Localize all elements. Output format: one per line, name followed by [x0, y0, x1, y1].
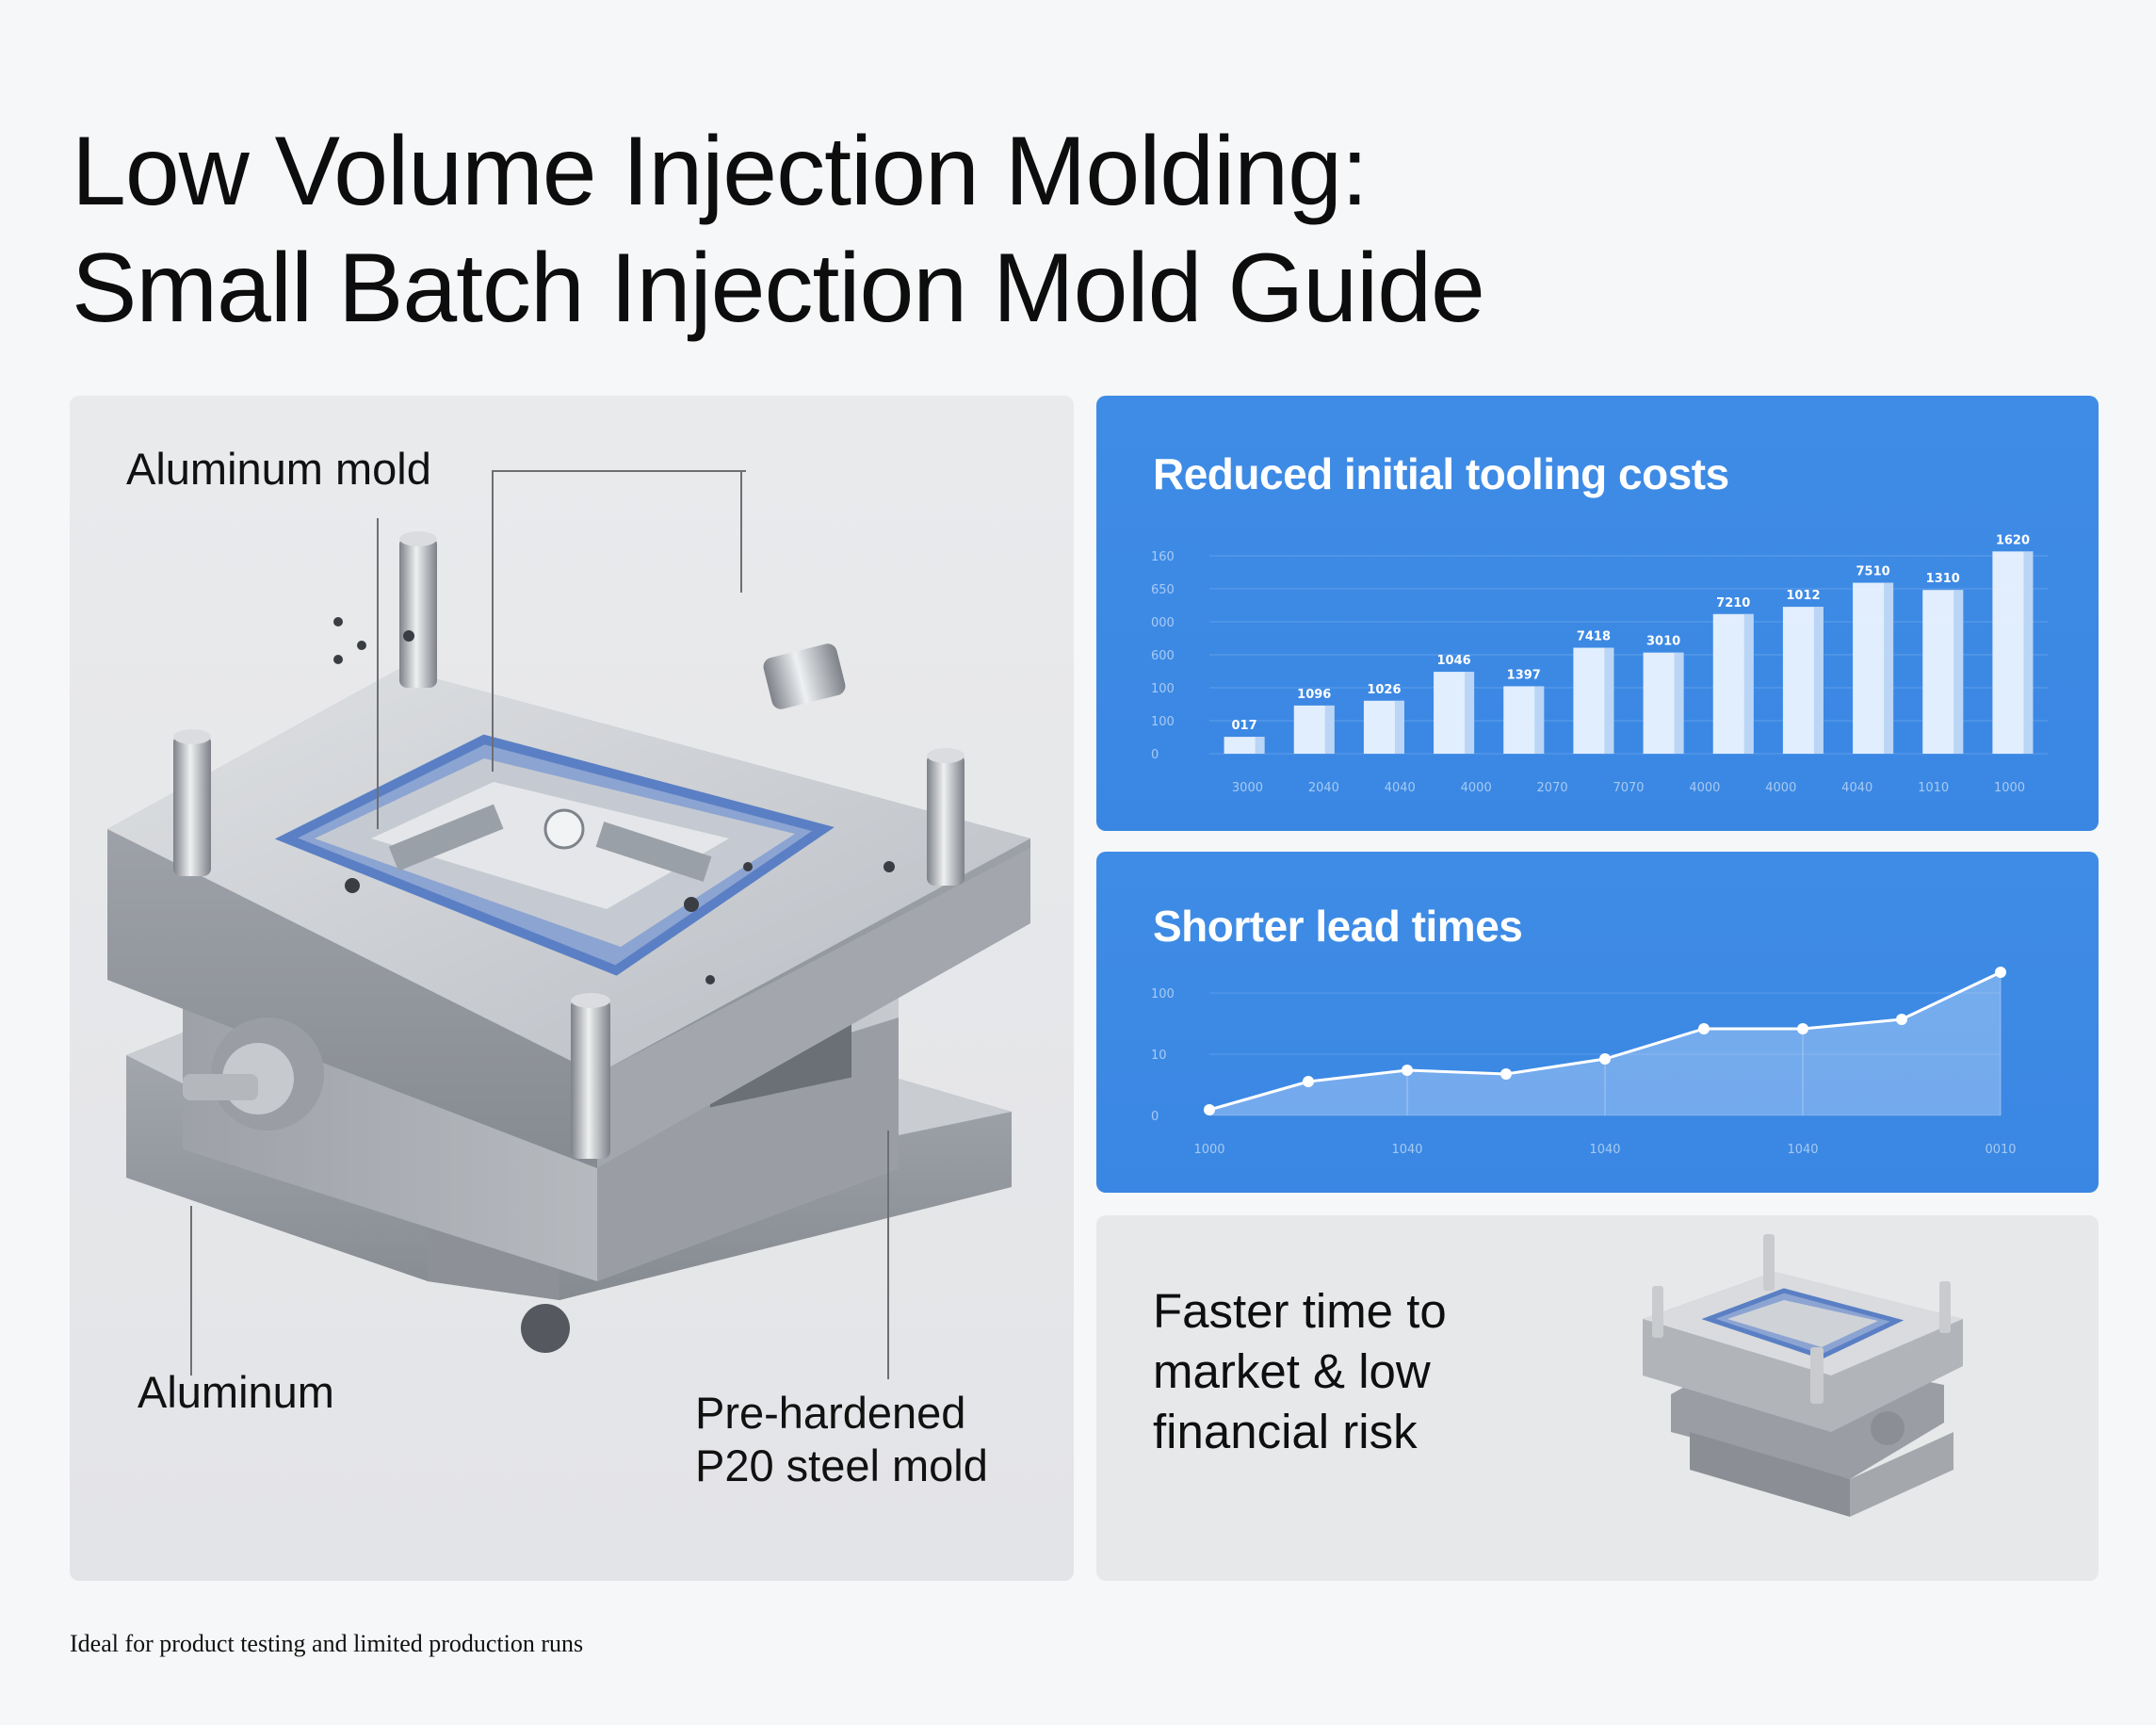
market-text-line-1: Faster time to — [1153, 1284, 1447, 1338]
tooling-costs-title: Reduced initial tooling costs — [1153, 449, 1729, 498]
bar-shade — [1674, 652, 1684, 754]
y-tick-label: 650 — [1151, 583, 1175, 597]
x-tick-label: 1000 — [1994, 781, 2025, 795]
bar-shade — [1324, 705, 1335, 754]
y-tick-label: 600 — [1151, 649, 1175, 663]
footer-note: Ideal for product testing and limited pr… — [70, 1630, 584, 1657]
y-tick-label: 0 — [1151, 1110, 1159, 1124]
time-to-market-card: Faster time to market & low financial ri… — [1096, 1215, 2099, 1581]
x-tick-label: 7070 — [1613, 781, 1644, 795]
x-tick-label: 4000 — [1461, 781, 1492, 795]
bar-shade — [1953, 590, 1964, 754]
leader-line — [190, 1206, 192, 1375]
bar — [1224, 737, 1265, 754]
callout-p20-line-2: P20 steel mold — [695, 1440, 988, 1490]
tooling-costs-card: Reduced initial tooling costs 0 100 100 600… — [1096, 396, 2099, 831]
page-title: Low Volume Injection Molding: Small Batc… — [72, 113, 1485, 347]
time-to-market-text: Faster time to market & low financial ri… — [1153, 1281, 1447, 1462]
bar-shade — [2023, 551, 2034, 754]
bar-value-label: 017 — [1232, 719, 1257, 733]
mold-illustration — [107, 531, 1030, 1353]
x-tick-label: 2070 — [1537, 781, 1568, 795]
mold-panel: Aluminum mold Aluminum Pre-hardened P20 … — [70, 396, 1074, 1581]
bar-value-label: 7210 — [1716, 596, 1750, 610]
bar-shade — [1813, 607, 1824, 754]
leader-line — [492, 470, 746, 472]
bar-value-label: 7510 — [1856, 565, 1889, 579]
x-tick-label: 1010 — [1918, 781, 1949, 795]
x-tick-label: 4040 — [1385, 781, 1416, 795]
data-point — [1698, 1023, 1710, 1034]
guide-pin — [571, 993, 610, 1159]
market-text-line-2: market & low — [1153, 1344, 1431, 1398]
bar-value-label: 1397 — [1507, 668, 1541, 682]
x-tick-label: 4000 — [1689, 781, 1720, 795]
x-tick-label: 1000 — [1193, 1143, 1224, 1157]
leader-line — [377, 518, 379, 829]
bar-value-label: 7418 — [1577, 630, 1611, 644]
callout-p20-steel: Pre-hardened P20 steel mold — [695, 1387, 988, 1492]
data-point — [1995, 967, 2006, 978]
leader-line — [492, 470, 494, 772]
data-point — [1204, 1104, 1215, 1115]
guide-pin — [399, 531, 437, 688]
bar-value-label: 1012 — [1786, 589, 1820, 603]
bar-value-label: 1310 — [1926, 572, 1960, 586]
x-tick-label: 3000 — [1232, 781, 1263, 795]
leader-line — [740, 470, 742, 593]
callout-p20-line-1: Pre-hardened — [695, 1388, 966, 1438]
x-tick-label: 0010 — [1985, 1143, 2016, 1157]
bar-value-label: 1046 — [1436, 654, 1470, 668]
data-point — [1303, 1076, 1314, 1087]
area-fill — [1209, 972, 2001, 1115]
data-point — [1896, 1014, 1907, 1025]
y-tick-label: 000 — [1151, 616, 1175, 630]
bar-value-label: 1096 — [1297, 688, 1331, 702]
lead-times-area-chart: 0 10 100 1000 1040 1040 1040 0010 — [1151, 967, 2017, 1157]
bar-shade — [1743, 613, 1754, 754]
y-tick-label: 100 — [1151, 987, 1175, 1001]
y-tick-label: 0 — [1151, 748, 1159, 762]
callout-aluminum: Aluminum — [138, 1367, 334, 1417]
bar-value-label: 1620 — [1996, 533, 2030, 547]
bar-shade — [1394, 700, 1404, 754]
x-tick-label: 1040 — [1391, 1143, 1422, 1157]
guide-pin — [173, 729, 211, 876]
bar-shade — [1465, 672, 1475, 754]
data-point — [1797, 1023, 1808, 1034]
data-point — [1599, 1053, 1611, 1065]
x-tick-label: 1040 — [1787, 1143, 1818, 1157]
guide-pin — [927, 748, 965, 886]
lead-times-title: Shorter lead times — [1153, 902, 1523, 951]
x-tick-label: 4000 — [1765, 781, 1796, 795]
y-tick-label: 100 — [1151, 682, 1175, 696]
market-text-line-3: financial risk — [1153, 1405, 1418, 1458]
small-mold-image — [1643, 1234, 1963, 1517]
bar-shade — [1255, 737, 1265, 754]
x-tick-label: 2040 — [1308, 781, 1339, 795]
leader-line — [887, 1131, 889, 1379]
data-point — [1500, 1068, 1512, 1080]
bar-shade — [1884, 582, 1894, 754]
tooling-bar-chart: 0 100 100 600 000 650 160 017 1096 1026 1046 1397 74… — [1151, 533, 2048, 795]
y-tick-label: 100 — [1151, 715, 1175, 729]
title-line-1: Low Volume Injection Molding: — [72, 117, 1369, 226]
x-tick-label: 4040 — [1841, 781, 1872, 795]
y-tick-label: 160 — [1151, 550, 1175, 564]
bar-value-label: 1026 — [1367, 683, 1401, 697]
bar-shade — [1534, 686, 1545, 754]
side-nozzle — [183, 1017, 324, 1131]
bar-shade — [1604, 647, 1614, 754]
lead-times-card: Shorter lead times 0 10 100 1000 1040 1040 104… — [1096, 852, 2099, 1193]
callout-aluminum-mold: Aluminum mold — [126, 444, 431, 494]
y-tick-label: 10 — [1151, 1049, 1167, 1063]
x-tick-label: 1040 — [1589, 1143, 1620, 1157]
bar-value-label: 3010 — [1646, 635, 1680, 649]
data-point — [1402, 1065, 1413, 1076]
title-line-2: Small Batch Injection Mold Guide — [72, 234, 1485, 343]
